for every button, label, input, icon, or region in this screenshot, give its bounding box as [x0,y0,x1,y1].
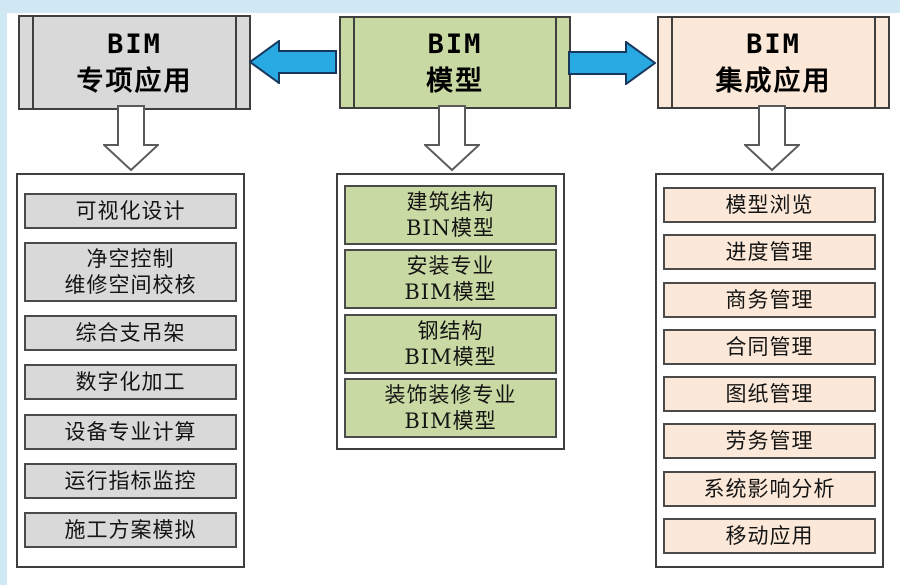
list-item: 劳务管理 [663,423,876,460]
list-item: 综合支吊架 [24,315,237,352]
down-arrow-special [103,105,159,172]
down-arrow-integrated [744,105,800,172]
list-item: 可视化设计 [24,193,237,229]
list-bim-model: 建筑结构 BIN模型 安装专业 BIM模型 钢结构 BIM模型 装饰装修专业 B… [336,173,565,450]
header-inner-line-left [671,18,673,107]
arrow-model-to-integrated [568,41,656,85]
header-bim-special-applications: BIM 专项应用 [18,15,251,110]
header-inner-line-left [32,17,34,108]
header-inner-line-right [874,18,876,107]
list-item: 商务管理 [663,281,876,318]
header-inner-line-left [353,18,355,107]
header-bim-model: BIM 模型 [339,16,571,109]
list-item: 数字化加工 [24,364,237,401]
header-title: BIM 模型 [426,28,484,97]
page-frame-left [0,0,7,585]
down-arrow-model [424,105,480,172]
header-bim-integrated-applications: BIM 集成应用 [657,16,890,109]
list-item: 合同管理 [663,328,876,365]
arrow-model-to-special [249,40,337,84]
list-item: 移动应用 [663,517,876,554]
list-bim-special-applications: 可视化设计 净空控制 维修空间校核 综合支吊架 数字化加工 设备专业计算 运行指… [16,173,245,568]
list-item: 进度管理 [663,234,876,271]
list-bim-integrated-applications: 模型浏览 进度管理 商务管理 合同管理 图纸管理 劳务管理 系统影响分析 移动应… [655,173,884,568]
list-item: 系统影响分析 [663,470,876,507]
header-title: BIM 专项应用 [76,28,193,97]
list-item: 运行指标监控 [24,462,237,499]
list-item: 施工方案模拟 [24,511,237,548]
header-inner-line-right [555,18,557,107]
list-item: 设备专业计算 [24,413,237,450]
list-item: 安装专业 BIM模型 [344,249,557,310]
list-item: 装饰装修专业 BIM模型 [344,377,557,438]
list-item: 图纸管理 [663,376,876,413]
list-item: 净空控制 维修空间校核 [24,242,237,303]
list-item: 建筑结构 BIN模型 [344,185,557,245]
header-inner-line-right [235,17,237,108]
list-item: 模型浏览 [663,187,876,223]
list-item: 钢结构 BIM模型 [344,313,557,374]
header-title: BIM 集成应用 [715,28,832,97]
page-frame-top [0,0,900,13]
